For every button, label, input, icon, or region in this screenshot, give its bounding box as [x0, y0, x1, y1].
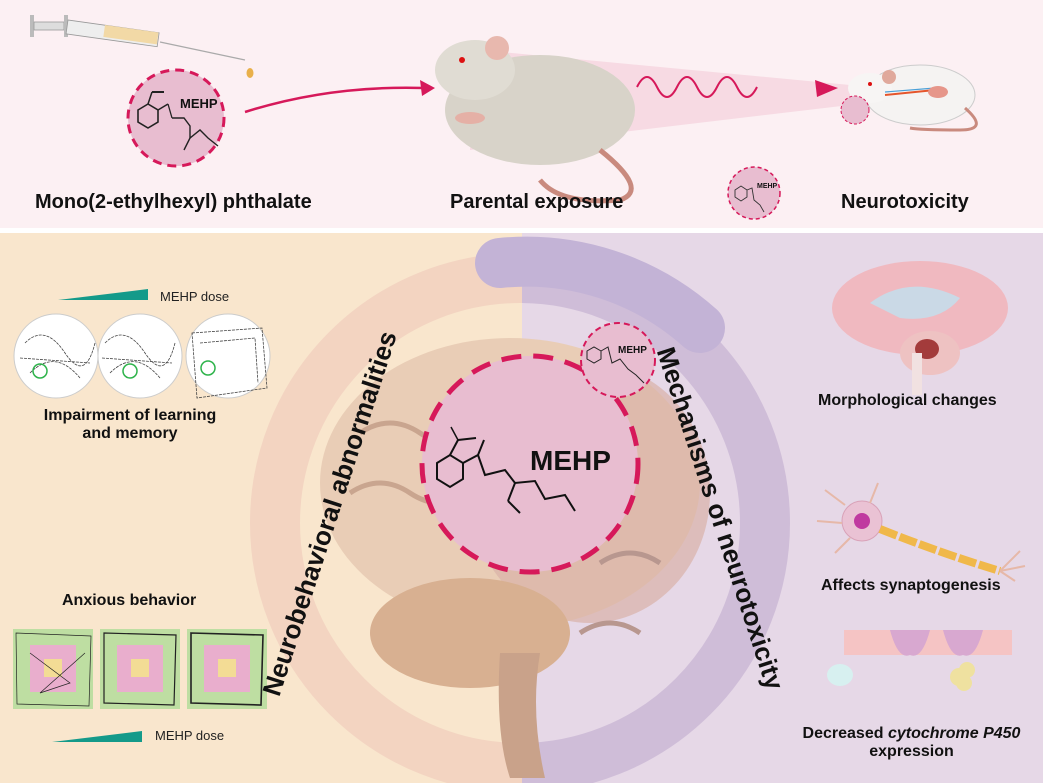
offspring-rat-illustration	[840, 64, 978, 132]
dose-gradient-icon	[58, 289, 148, 300]
bottom-panel: MEHP MEHP	[0, 233, 1043, 783]
outcome-label: Neurotoxicity	[841, 191, 969, 213]
cyp-label-prefix: Decreased	[802, 725, 888, 742]
water-maze-trials	[13, 313, 271, 399]
wave-line	[636, 76, 758, 98]
small-mehp-badge: MEHP	[727, 166, 781, 220]
cyp-label-italic: cytochrome P450	[887, 725, 1021, 742]
cyp-label: Decreased cytochrome P450 expression	[780, 725, 1043, 761]
molecule-label: MEHP	[180, 96, 218, 111]
water-maze-1	[13, 313, 99, 399]
anxiety-label: Anxious behavior	[62, 592, 197, 609]
open-field-1	[13, 629, 93, 709]
cyp-label-line2: expression	[869, 743, 954, 760]
parent-rat-illustration	[435, 36, 635, 204]
synapse-label: Affects synaptogenesis	[821, 577, 1001, 594]
small-molecule-label-right: MEHP	[618, 345, 647, 356]
central-mehp-badge: MEHP	[419, 353, 641, 575]
morph-label: Morphological changes	[818, 392, 997, 409]
learning-label: Impairment of learning and memory	[20, 407, 240, 443]
syringe-icon	[30, 15, 254, 78]
bottom-illustration: MEHP MEHP	[13, 236, 1026, 783]
open-field-2	[100, 629, 180, 709]
top-panel: MEHP	[0, 0, 1043, 228]
arrowhead-icon	[815, 80, 838, 97]
small-mehp-badge-right: MEHP	[580, 322, 656, 398]
water-maze-2	[97, 313, 183, 399]
sagittal-brain-icon	[832, 261, 1008, 395]
exposure-label: Parental exposure	[450, 191, 624, 213]
neuron-icon	[816, 482, 1026, 582]
central-molecule-label: MEHP	[530, 445, 611, 476]
top-illustration: MEHP	[30, 15, 978, 220]
learning-label-line2: and memory	[82, 425, 178, 442]
learning-label-line1: Impairment of learning	[43, 407, 217, 424]
water-maze-3	[185, 313, 271, 399]
arrowhead-icon	[420, 80, 435, 96]
arrow-to-parent	[244, 86, 426, 114]
open-field-trials	[13, 629, 267, 709]
small-molecule-label: MEHP	[757, 183, 778, 190]
dose-gradient-icon	[52, 731, 142, 742]
intestinal-cells-icon	[827, 630, 1012, 691]
dose-label-1: MEHP dose	[160, 289, 230, 304]
open-field-3	[187, 629, 267, 709]
mehp-molecule-badge: MEHP	[126, 68, 226, 168]
dose-label-2: MEHP dose	[155, 728, 225, 743]
compound-label: Mono(2-ethylhexyl) phthalate	[35, 191, 312, 213]
